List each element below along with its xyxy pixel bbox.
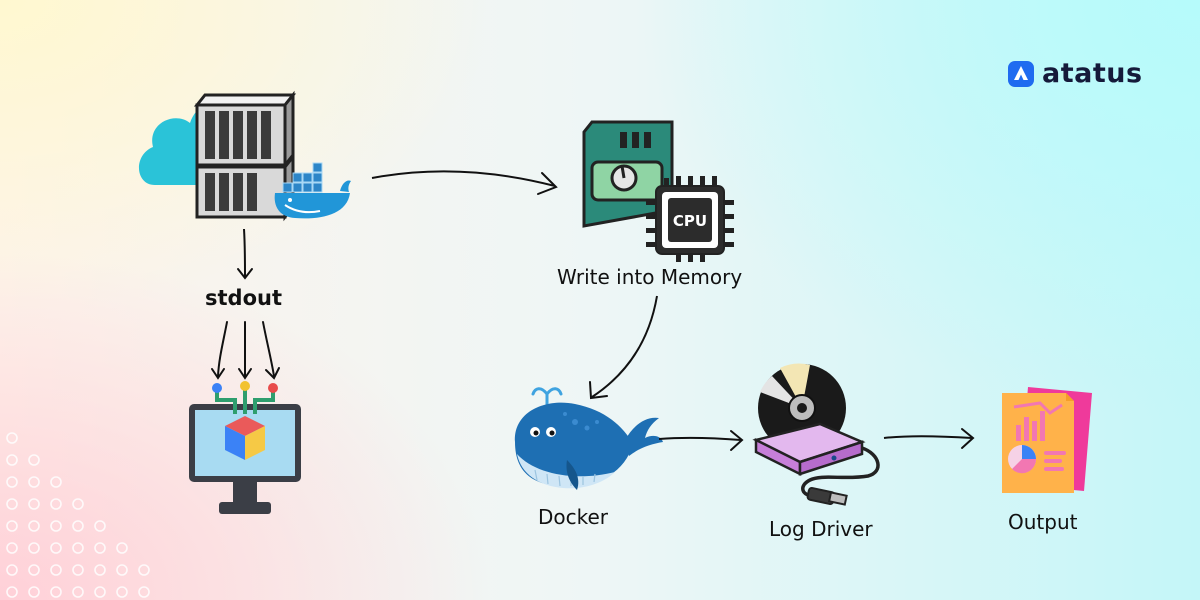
arrow-host-to-stdout bbox=[237, 228, 253, 280]
arrows-stdout-to-app bbox=[211, 321, 280, 380]
output-label: Output bbox=[1008, 510, 1078, 534]
arrow-memory-to-docker bbox=[589, 295, 658, 400]
arrow-docker-to-logdriver bbox=[658, 430, 744, 451]
disk-drive-icon bbox=[752, 363, 880, 506]
brand-name: atatus bbox=[1042, 58, 1143, 89]
memory-label: Write into Memory bbox=[557, 265, 743, 289]
stdout-label: stdout bbox=[205, 286, 282, 310]
brand-logo: atatus bbox=[1008, 58, 1143, 89]
report-document-icon bbox=[1002, 387, 1092, 493]
cpu-chip-text: CPU bbox=[673, 212, 707, 230]
atatus-logo-icon bbox=[1008, 60, 1034, 87]
memory-cpu-icon: CPU bbox=[582, 120, 734, 262]
docker-label: Docker bbox=[538, 505, 609, 529]
dot-pattern bbox=[6, 432, 150, 598]
computer-cube-icon bbox=[189, 381, 301, 514]
arrow-host-to-memory bbox=[371, 170, 558, 195]
docker-whale-icon bbox=[514, 387, 663, 490]
cloud-server-docker-icon bbox=[138, 90, 351, 222]
arrow-logdriver-to-output bbox=[883, 428, 975, 449]
log-driver-label: Log Driver bbox=[769, 517, 873, 541]
